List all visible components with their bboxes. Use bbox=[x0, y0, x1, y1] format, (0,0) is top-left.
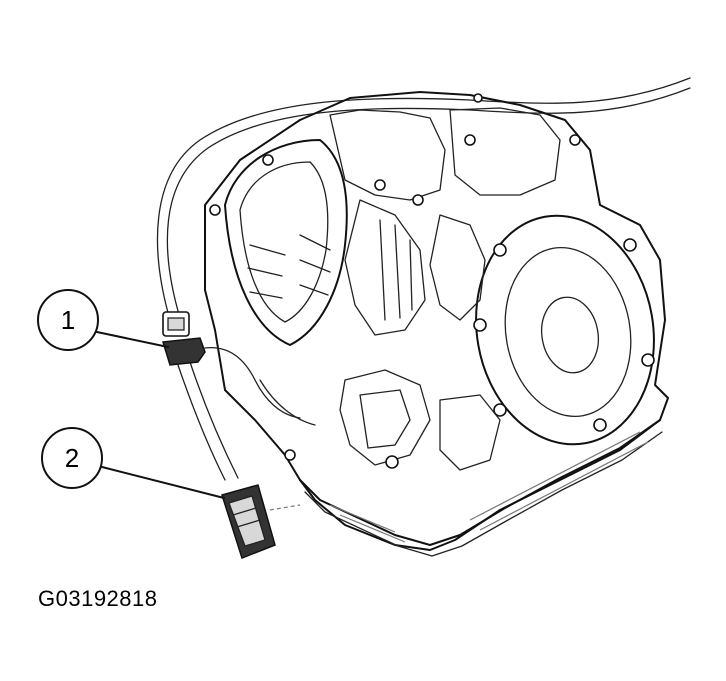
transmission-case bbox=[204, 91, 669, 557]
leader-line-2 bbox=[101, 466, 225, 499]
range-sensor-component bbox=[221, 484, 276, 559]
callout-2: 2 bbox=[41, 427, 225, 499]
cable-bracket-component bbox=[162, 311, 206, 366]
sensor-harness bbox=[204, 346, 301, 419]
callout-label-2: 2 bbox=[65, 443, 79, 473]
reference-line bbox=[269, 504, 301, 511]
callout-circle-2 bbox=[41, 427, 103, 489]
leader-line-1 bbox=[96, 331, 169, 348]
callout-1: 1 bbox=[37, 289, 169, 351]
figure-code: G03192818 bbox=[38, 586, 158, 611]
callout-label-1: 1 bbox=[61, 305, 75, 335]
callout-circle-1 bbox=[37, 289, 99, 351]
shift-cable bbox=[156, 77, 691, 481]
